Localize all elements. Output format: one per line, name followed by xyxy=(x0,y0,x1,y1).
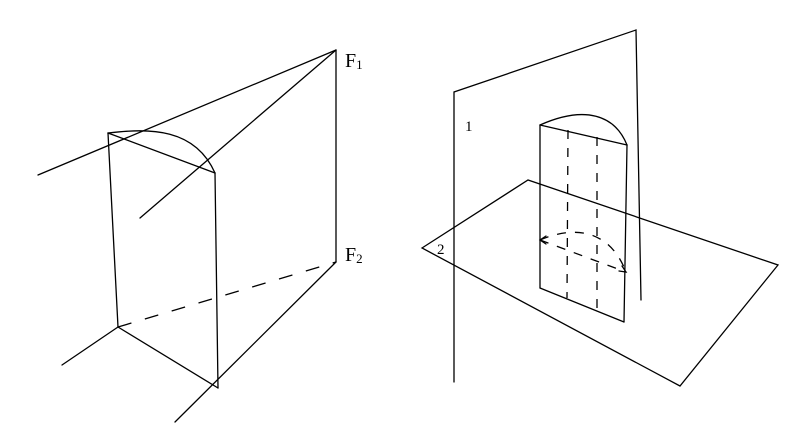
projection-line-left xyxy=(61,326,119,366)
prism-bottom-edge xyxy=(117,326,219,389)
hidden-arc xyxy=(539,231,627,273)
projection-line-bottom xyxy=(174,261,337,423)
label-f1: F1 xyxy=(345,50,363,72)
body-right-edge xyxy=(623,144,628,323)
prism-top-arc xyxy=(107,130,216,174)
label-plane-2: 2 xyxy=(437,242,445,258)
hidden-line-1 xyxy=(566,129,569,299)
right-planes-figure: 1 2 xyxy=(420,29,780,387)
projection-line-diagonal xyxy=(139,49,337,219)
projection-line-top xyxy=(37,49,337,176)
prism-front-edge xyxy=(214,172,219,389)
label-plane-1: 1 xyxy=(465,119,473,135)
arrow-head-right xyxy=(618,265,628,273)
body-bottom-edge xyxy=(539,287,625,323)
body-top-edge xyxy=(539,124,628,146)
body-top-arc xyxy=(539,113,628,146)
prism-top-edge xyxy=(107,132,216,174)
label-f2: F2 xyxy=(345,244,363,266)
plane-2-outline xyxy=(420,179,780,387)
arrow-head-left xyxy=(538,235,547,245)
hidden-edge-dashed xyxy=(117,261,337,328)
left-prism-figure: F1 F2 xyxy=(37,49,363,423)
prism-left-edge xyxy=(107,132,119,328)
plane-1-outline xyxy=(453,29,642,383)
hidden-line-base xyxy=(539,239,627,273)
